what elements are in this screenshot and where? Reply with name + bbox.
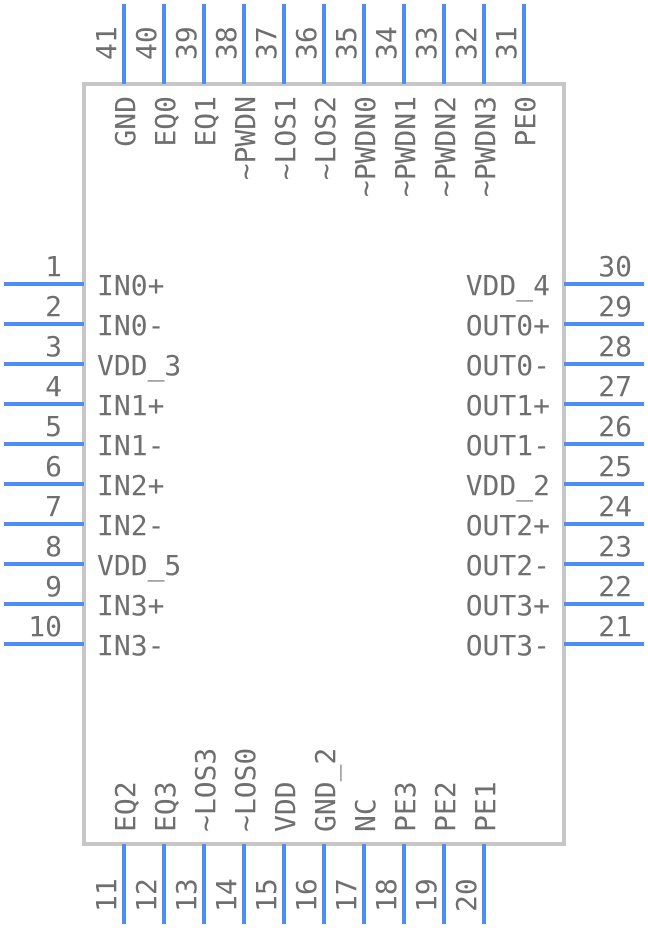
pin-15-label: VDD bbox=[269, 781, 302, 832]
pin-19-number: 19 bbox=[410, 878, 443, 912]
pin-23-label: OUT2- bbox=[466, 549, 550, 582]
pin-20-label: PE1 bbox=[469, 781, 502, 832]
pin-22-label: OUT3+ bbox=[466, 589, 550, 622]
pin-41-label: GND bbox=[109, 96, 142, 147]
pin-37-number: 37 bbox=[250, 26, 283, 60]
pin-3-label: VDD_3 bbox=[97, 349, 181, 383]
pin-1-number: 1 bbox=[45, 250, 62, 283]
pin-16-number: 16 bbox=[290, 878, 323, 912]
pin-29-label: OUT0+ bbox=[466, 309, 550, 342]
pin-3-number: 3 bbox=[45, 330, 62, 363]
pin-10-label: IN3- bbox=[97, 629, 164, 662]
pin-21-number: 21 bbox=[598, 610, 632, 643]
pin-35-label: ~PWDN0 bbox=[349, 96, 382, 197]
pin-18-number: 18 bbox=[370, 878, 403, 912]
pin-34-label: ~PWDN1 bbox=[389, 96, 422, 197]
pin-36-number: 36 bbox=[290, 26, 323, 60]
pin-2-label: IN0- bbox=[97, 309, 164, 342]
pin-8-number: 8 bbox=[45, 530, 62, 563]
pin-5-number: 5 bbox=[45, 410, 62, 443]
pin-35-number: 35 bbox=[330, 26, 363, 60]
pin-26-number: 26 bbox=[598, 410, 632, 443]
pin-25-number: 25 bbox=[598, 450, 632, 483]
pin-12-label: EQ3 bbox=[149, 781, 182, 832]
pin-25-label: VDD_2 bbox=[466, 469, 550, 503]
pin-11-label: EQ2 bbox=[109, 781, 142, 832]
pin-17-label: NC bbox=[349, 798, 382, 832]
pin-32-label: ~PWDN3 bbox=[469, 96, 502, 197]
pin-28-label: OUT0- bbox=[466, 349, 550, 382]
pin-41-number: 41 bbox=[90, 26, 123, 60]
pin-33-label: ~PWDN2 bbox=[429, 96, 462, 197]
pin-8-label: VDD_5 bbox=[97, 549, 181, 583]
pin-39-number: 39 bbox=[170, 26, 203, 60]
pin-2-number: 2 bbox=[45, 290, 62, 323]
pin-4-label: IN1+ bbox=[97, 389, 164, 422]
pin-31-label: PE0 bbox=[509, 96, 542, 147]
pin-7-label: IN2- bbox=[97, 509, 164, 542]
pin-13-number: 13 bbox=[170, 878, 203, 912]
pin-22-number: 22 bbox=[598, 570, 632, 603]
pin-23-number: 23 bbox=[598, 530, 632, 563]
pin-9-number: 9 bbox=[45, 570, 62, 603]
pin-10-number: 10 bbox=[28, 610, 62, 643]
pin-36-label: ~LOS2 bbox=[309, 96, 342, 180]
pin-34-number: 34 bbox=[370, 26, 403, 60]
pin-31-number: 31 bbox=[490, 26, 523, 60]
pin-11-number: 11 bbox=[90, 878, 123, 912]
pin-28-number: 28 bbox=[598, 330, 632, 363]
pin-21-label: OUT3- bbox=[466, 629, 550, 662]
pin-5-label: IN1- bbox=[97, 429, 164, 462]
pin-4-number: 4 bbox=[45, 370, 62, 403]
pin-40-number: 40 bbox=[130, 26, 163, 60]
pin-6-number: 6 bbox=[45, 450, 62, 483]
pin-19-label: PE2 bbox=[429, 781, 462, 832]
pin-1-label: IN0+ bbox=[97, 269, 164, 302]
pin-15-number: 15 bbox=[250, 878, 283, 912]
pin-39-label: EQ1 bbox=[189, 96, 222, 147]
pin-20-number: 20 bbox=[450, 878, 483, 912]
pin-30-label: VDD_4 bbox=[466, 269, 550, 303]
pin-17-number: 17 bbox=[330, 878, 363, 912]
pin-12-number: 12 bbox=[130, 878, 163, 912]
pin-24-label: OUT2+ bbox=[466, 509, 550, 542]
pin-16-label: GND_2 bbox=[309, 748, 343, 832]
pin-24-number: 24 bbox=[598, 490, 632, 523]
pin-6-label: IN2+ bbox=[97, 469, 164, 502]
pin-38-number: 38 bbox=[210, 26, 243, 60]
pin-14-number: 14 bbox=[210, 878, 243, 912]
pin-29-number: 29 bbox=[598, 290, 632, 323]
pin-32-number: 32 bbox=[450, 26, 483, 60]
pin-37-label: ~LOS1 bbox=[269, 96, 302, 180]
pin-27-label: OUT1+ bbox=[466, 389, 550, 422]
pin-9-label: IN3+ bbox=[97, 589, 164, 622]
pin-13-label: ~LOS3 bbox=[189, 748, 222, 832]
pin-33-number: 33 bbox=[410, 26, 443, 60]
pin-38-label: ~PWDN bbox=[229, 96, 262, 180]
pin-18-label: PE3 bbox=[389, 781, 422, 832]
pin-40-label: EQ0 bbox=[149, 96, 182, 147]
pins: 1IN0+2IN0-3VDD_34IN1+5IN1-6IN2+7IN2-8VDD… bbox=[4, 4, 644, 924]
pin-27-number: 27 bbox=[598, 370, 632, 403]
pin-30-number: 30 bbox=[598, 250, 632, 283]
pin-26-label: OUT1- bbox=[466, 429, 550, 462]
pin-7-number: 7 bbox=[45, 490, 62, 523]
pin-14-label: ~LOS0 bbox=[229, 748, 262, 832]
